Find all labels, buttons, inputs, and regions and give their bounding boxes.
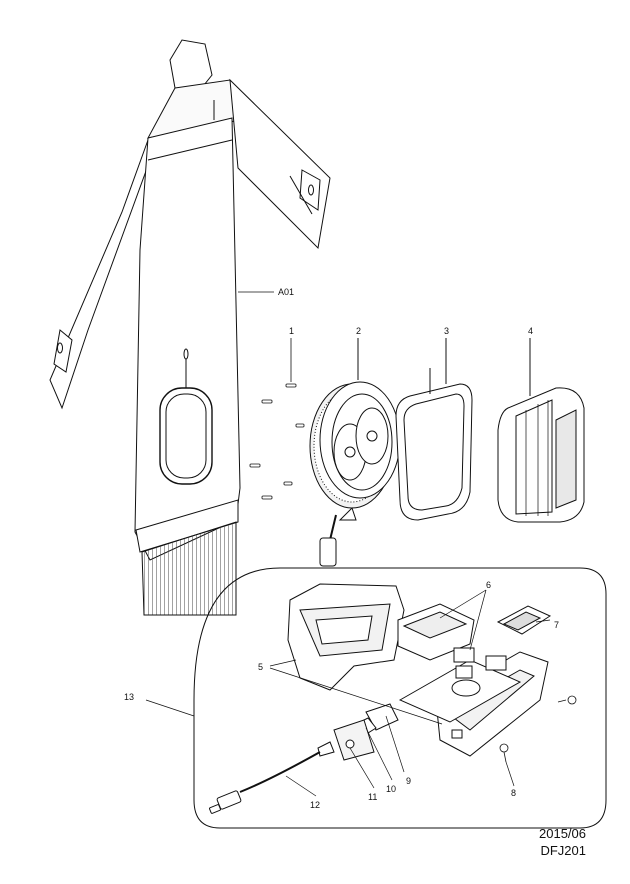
dc-cable-12 (209, 741, 335, 814)
battery-housing-5 (287, 583, 549, 757)
label-9: 9 (406, 776, 411, 786)
label-12: 12 (310, 800, 320, 810)
diagram-date: 2015/06 (539, 826, 586, 841)
gasket-3 (395, 338, 473, 521)
plates-9-10-11 (333, 703, 399, 761)
jacket-a01 (49, 39, 331, 616)
label-11: 11 (368, 792, 377, 802)
label-6: 6 (486, 580, 491, 590)
inset-frame-13 (193, 567, 607, 829)
callout-labels: A01 1 2 3 4 5 6 7 8 9 10 11 12 13 (124, 287, 559, 810)
label-13: 13 (124, 692, 134, 702)
label-10: 10 (386, 784, 396, 794)
screws-8 (499, 695, 577, 763)
fan-cover-4 (497, 338, 585, 523)
latch-7 (496, 605, 552, 635)
label-3: 3 (444, 326, 449, 336)
circuit-boards-6 (397, 603, 522, 723)
model-number: DFJ201 (540, 843, 586, 858)
screws-1 (249, 338, 305, 500)
label-1: 1 (289, 326, 294, 336)
label-8: 8 (511, 788, 516, 798)
label-4: 4 (528, 326, 533, 336)
fan-unit-2 (309, 338, 401, 567)
label-5: 5 (258, 662, 263, 672)
label-2: 2 (356, 326, 361, 336)
leader-lines (145, 291, 551, 797)
label-a01: A01 (278, 287, 294, 297)
label-7: 7 (554, 620, 559, 630)
